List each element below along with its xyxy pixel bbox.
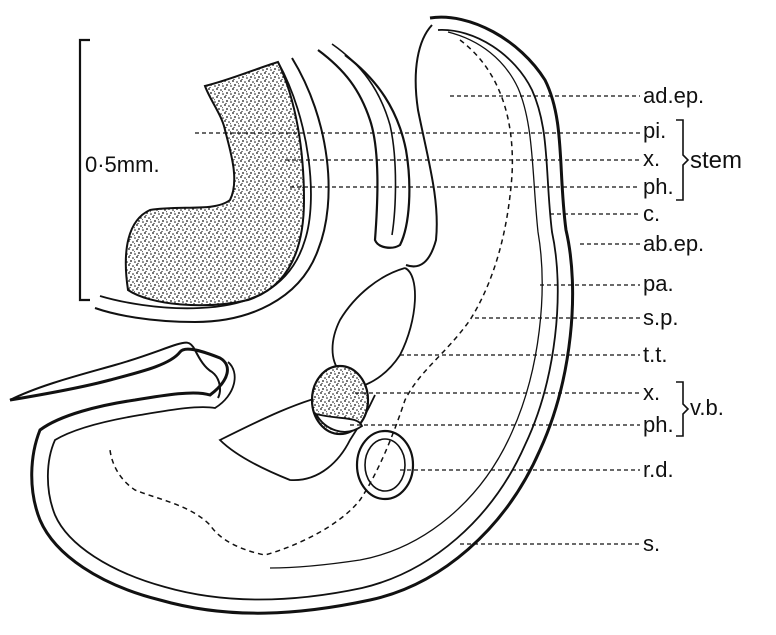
label-pa: pa. [643,271,674,296]
brackets [676,120,688,436]
label-t-t: t.t. [643,342,667,367]
label-ph-stem: ph. [643,174,674,199]
label-x-stem: x. [643,146,660,171]
label-pi: pi. [643,118,666,143]
group-label-stem: stem [690,147,742,174]
lower-left-flap [10,343,220,400]
group-label-vb: v.b. [690,395,724,420]
scale-bar-label: 0·5mm. [85,152,160,177]
label-s: s. [643,531,660,556]
stem-bracket [676,120,688,200]
label-r-d: r.d. [643,457,674,482]
vb-bracket [676,382,688,436]
resin-duct [357,431,413,499]
label-x-vb: x. [643,380,660,405]
label-ad-ep: ad.ep. [643,83,704,108]
label-s-p: s.p. [643,305,678,330]
adaxial-inner-contour [406,25,437,266]
vascular-bundle [312,366,368,434]
label-ab-ep: ab.ep. [643,231,704,256]
label-ph-vb: ph. [643,412,674,437]
stem-stippled-tissue [126,62,304,305]
stem-section [95,58,329,322]
inner-epidermis [48,30,558,600]
sheath [318,44,409,248]
labels: ad.ep. pi. x. ph. c. ab.ep. pa. s.p. t.t… [643,83,742,556]
label-c: c. [643,201,660,226]
